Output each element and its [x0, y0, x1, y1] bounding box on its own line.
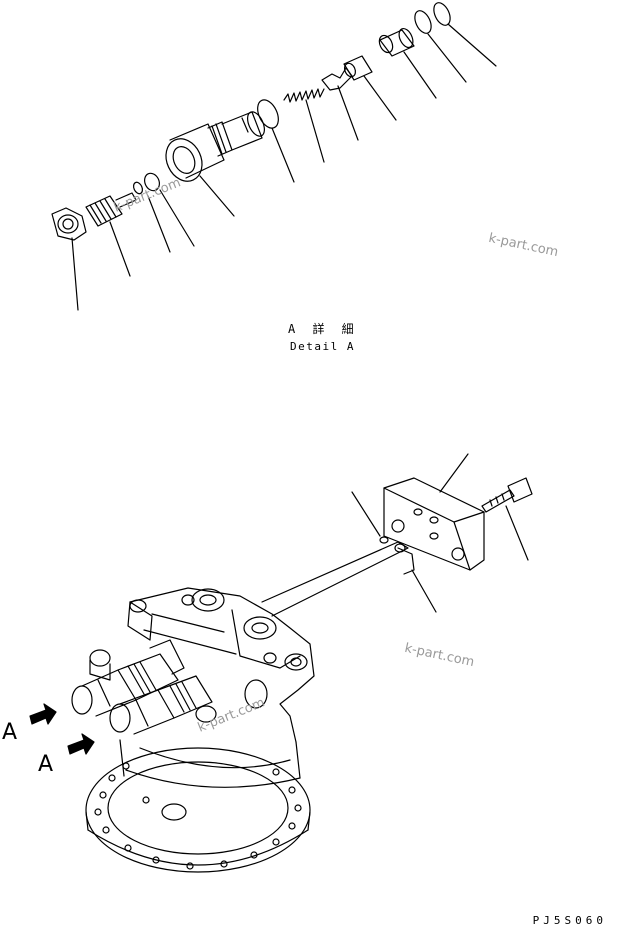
drawing-code: PJ5S060: [532, 914, 607, 927]
detail-title-english: Detail A: [290, 340, 355, 353]
relief-valve-cartridge-lower: [109, 675, 213, 735]
pipe-part: [261, 541, 437, 617]
cover-plate-part: [383, 453, 485, 571]
view-label-upper: A: [2, 720, 18, 745]
view-arrow-lower: [67, 733, 95, 755]
seat-part: [378, 27, 437, 99]
motor-housing-part: [89, 587, 315, 743]
detail-a-exploded-view: [51, 2, 497, 311]
large-o-ring-part: [257, 99, 295, 183]
small-o-ring-part: [132, 172, 195, 253]
sleeve-part: [343, 55, 397, 121]
adjusting-screw-part: [85, 192, 137, 277]
bolt-part: [481, 477, 533, 561]
hex-nut-part: [51, 207, 87, 311]
plate-o-ring-part: [351, 491, 389, 544]
spring-part: [283, 88, 325, 163]
outer-o-ring-part: [433, 2, 497, 67]
valve-plug-part: [165, 111, 265, 217]
relief-valve-cartridge-upper: [71, 639, 185, 717]
detail-title-japanese: A 詳 細: [288, 322, 359, 336]
view-label-lower: A: [38, 752, 54, 777]
view-arrow-upper: [29, 703, 57, 725]
swing-motor-assembly: [71, 453, 533, 873]
backup-ring-part: [414, 10, 467, 83]
mounting-flange-part: [85, 747, 311, 873]
